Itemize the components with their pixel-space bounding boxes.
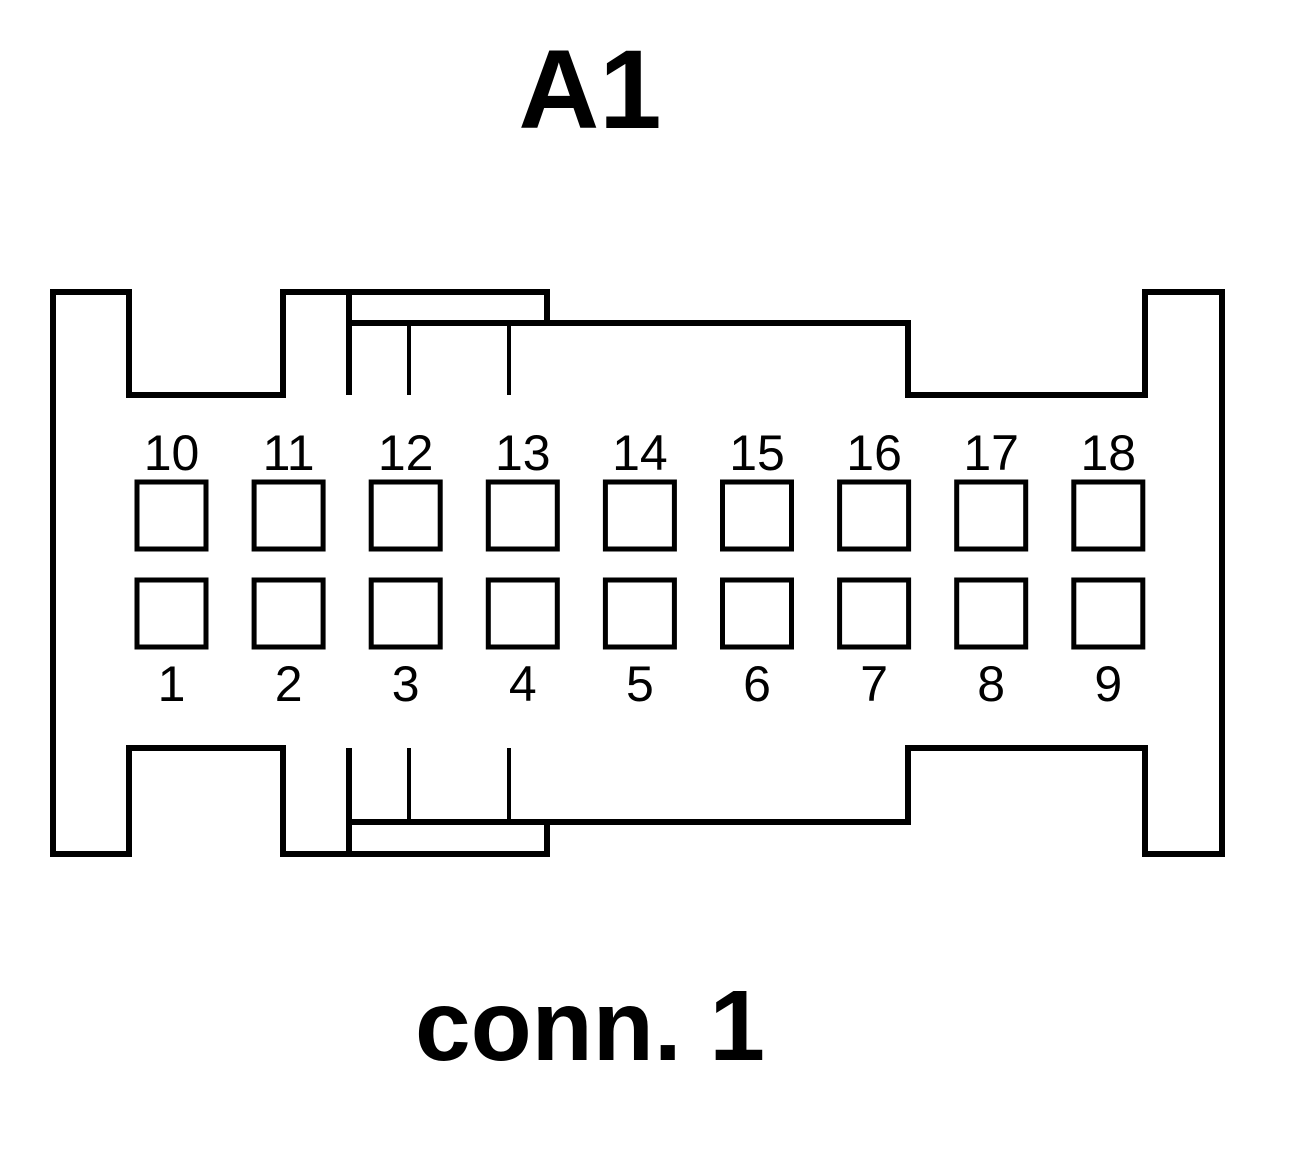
pin-label-10: 10 (144, 425, 200, 481)
pin-cavity-8 (954, 577, 1029, 650)
pin-label-17: 17 (963, 425, 1019, 481)
connector-id-label: A1 (518, 27, 661, 152)
pin-label-14: 14 (612, 425, 668, 481)
pin-cavity-2 (251, 577, 326, 650)
pin-label-9: 9 (1094, 656, 1122, 712)
pin-label-6: 6 (743, 656, 771, 712)
pin-label-18: 18 (1080, 425, 1136, 481)
pin-label-4: 4 (509, 656, 537, 712)
pin-cavity-14 (602, 479, 677, 552)
pin-cavity-3 (368, 577, 443, 650)
pin-label-1: 1 (158, 656, 186, 712)
housing-outline (50, 289, 1225, 857)
pin-cavity-10 (134, 479, 209, 552)
pin-cavity-13 (485, 479, 560, 552)
pin-cavity-15 (720, 479, 794, 552)
pin-label-12: 12 (378, 425, 434, 481)
pin-label-5: 5 (626, 656, 654, 712)
pin-row-bottom: 1 2 3 4 5 6 7 8 9 (134, 577, 1146, 712)
pin-cavity-7 (837, 577, 912, 650)
pin-label-13: 13 (495, 425, 551, 481)
pin-label-8: 8 (977, 656, 1005, 712)
pin-label-11: 11 (263, 425, 315, 481)
connector-name-label: conn. 1 (415, 970, 765, 1082)
pin-cavity-9 (1071, 577, 1146, 650)
pin-cavity-5 (602, 577, 677, 650)
pin-label-2: 2 (275, 656, 303, 712)
pin-label-3: 3 (392, 656, 420, 712)
pin-label-16: 16 (846, 425, 902, 481)
top-latch (346, 292, 547, 395)
pin-cavity-6 (720, 577, 794, 650)
connector-housing (50, 289, 1225, 857)
pin-cavity-4 (485, 577, 560, 650)
pin-cavity-18 (1071, 479, 1146, 552)
bottom-latch (346, 748, 547, 854)
pin-label-15: 15 (729, 425, 785, 481)
pin-cavity-1 (134, 577, 209, 650)
pin-cavity-17 (954, 479, 1029, 552)
pin-cavity-11 (251, 479, 326, 552)
pin-cavity-12 (368, 479, 443, 552)
pin-cavity-16 (837, 479, 912, 552)
pin-label-7: 7 (860, 656, 888, 712)
pin-row-top: 10 11 12 13 14 15 16 17 18 (134, 425, 1146, 552)
